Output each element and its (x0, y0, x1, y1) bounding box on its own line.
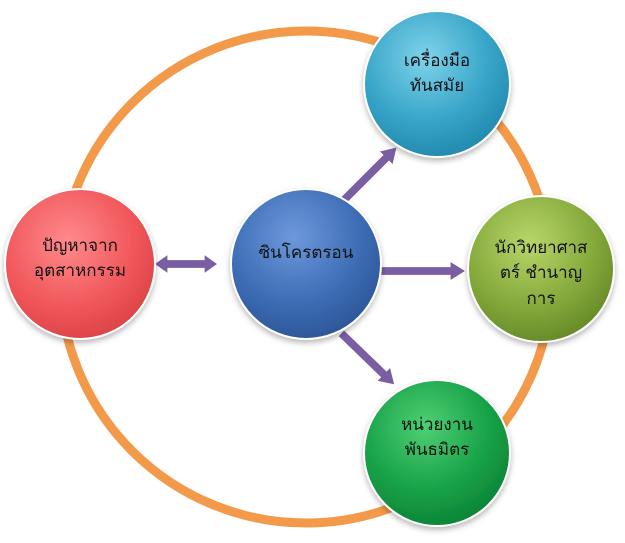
node-industry (4, 188, 156, 340)
node-center (230, 188, 382, 340)
node-partners (363, 379, 511, 527)
arrow-to-scientists (379, 259, 468, 283)
node-tools (363, 10, 511, 158)
double-arrow-industry-center (152, 252, 220, 276)
arrow-to-tools (337, 146, 398, 207)
node-scientists (467, 195, 615, 343)
arrows-group (152, 146, 468, 386)
arrow-to-partners (337, 328, 396, 386)
